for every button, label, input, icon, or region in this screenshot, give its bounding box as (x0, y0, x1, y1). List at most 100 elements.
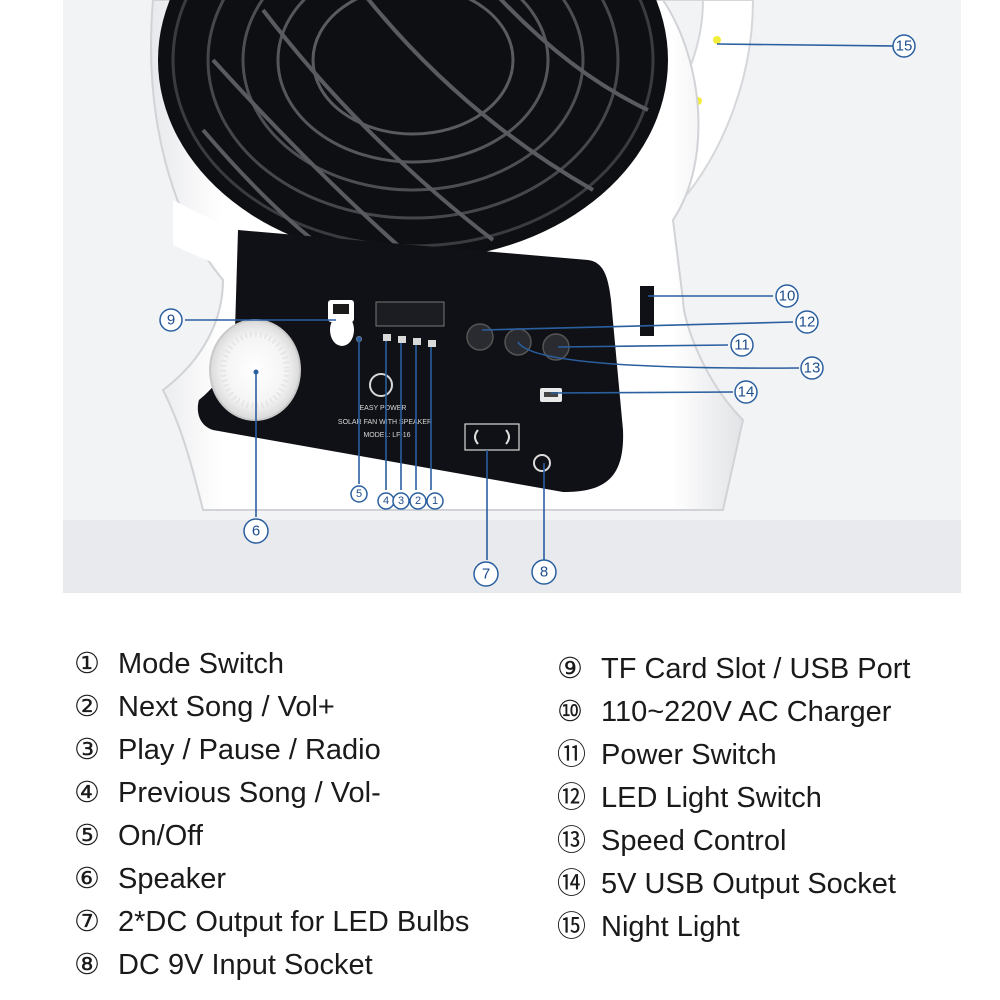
legend-number: ③ (74, 734, 100, 766)
callout-leaders (185, 43, 894, 560)
legend-left-column: ① Mode Switch ② Next Song / Vol+ ③ Play / P… (74, 643, 469, 987)
product-diagram: EASY POWER SOLAR FAN WITH SPEAKER MODEL:… (63, 0, 961, 593)
callout-15: 15 (892, 34, 916, 58)
dc-output-frame (464, 423, 520, 451)
dc-input-socket (533, 454, 551, 472)
legend-item-2: ② Next Song / Vol+ (74, 686, 469, 729)
legend-item-1: ① Mode Switch (74, 643, 469, 686)
callout-13: 13 (800, 356, 824, 380)
callout-2-number: 2 (415, 495, 421, 507)
callout-9: 9 (159, 308, 183, 332)
legend-number: ⑤ (74, 820, 100, 852)
legend-label: Night Light (601, 911, 740, 943)
floor (63, 520, 961, 593)
legend-label: 110~220V AC Charger (601, 696, 892, 728)
callout-3: 3 (392, 492, 410, 510)
legend-label: 5V USB Output Socket (601, 868, 896, 900)
callout-12: 12 (795, 310, 819, 334)
callout-6: 6 (243, 518, 269, 544)
callout-11-number: 11 (734, 337, 750, 354)
legend-label: Speed Control (601, 825, 787, 857)
legend-number: ⑪ (557, 739, 587, 771)
callout-13-number: 13 (804, 360, 821, 377)
callout-7: 7 (473, 561, 499, 587)
legend-item-14: ⑭ 5V USB Output Socket (557, 863, 910, 906)
callout-8-number: 8 (540, 564, 548, 581)
callout-4: 4 (377, 492, 395, 510)
button-next (413, 338, 421, 345)
legend-item-5: ⑤ On/Off (74, 815, 469, 858)
callout-7-number: 7 (482, 566, 490, 583)
legend-label: On/Off (118, 820, 203, 852)
ac-charger-port (640, 286, 654, 336)
legend-item-11: ⑪ Power Switch (557, 734, 910, 777)
callout-1-number: 1 (432, 495, 438, 507)
legend-number: ⑨ (557, 653, 583, 685)
callout-6-number: 6 (252, 523, 260, 540)
legend-number: ② (74, 691, 100, 723)
control-panel (197, 230, 624, 492)
callout-1: 1 (426, 492, 444, 510)
model-line: SOLAR FAN WITH SPEAKER (338, 419, 432, 426)
legend-label: TF Card Slot / USB Port (601, 653, 911, 685)
callout-8: 8 (531, 559, 557, 585)
brand-name: EASY POWER (360, 405, 407, 412)
dc-output-right (505, 429, 510, 445)
callout-14: 14 (734, 380, 758, 404)
model-number: MODEL: LF-16 (363, 432, 410, 439)
legend-number: ⑮ (557, 911, 587, 943)
legend-label: Mode Switch (118, 648, 285, 680)
legend-label: Speaker (118, 863, 227, 895)
callout-5: 5 (350, 485, 368, 503)
button-play (398, 336, 406, 343)
legend-item-4: ④ Previous Song / Vol- (74, 772, 469, 815)
usb-output-inner (544, 392, 558, 397)
legend-label: Next Song / Vol+ (118, 691, 335, 723)
brand-logo (369, 373, 393, 397)
callout-4-number: 4 (383, 495, 389, 507)
button-mode (428, 340, 436, 347)
callout-5-number: 5 (356, 488, 362, 500)
button-previous (383, 334, 391, 341)
callout-14-number: 14 (738, 384, 755, 401)
legend-item-3: ③ Play / Pause / Radio (74, 729, 469, 772)
callout-2: 2 (409, 492, 427, 510)
legend-number: ⑥ (74, 863, 100, 895)
legend-label: Previous Song / Vol- (118, 777, 381, 809)
lcd-display (375, 301, 445, 327)
fan-illustration: EASY POWER SOLAR FAN WITH SPEAKER MODEL:… (63, 0, 961, 593)
legend-label: Play / Pause / Radio (118, 734, 381, 766)
legend-number: ① (74, 648, 100, 680)
legend-item-15: ⑮ Night Light (557, 906, 910, 949)
legend-right-column: ⑨ TF Card Slot / USB Port ⑩ 110~220V AC Ch… (557, 648, 910, 949)
legend-number: ⑭ (557, 868, 587, 900)
callout-11: 11 (730, 333, 754, 357)
legend-item-10: ⑩ 110~220V AC Charger (557, 691, 910, 734)
callout-12-number: 12 (799, 314, 816, 331)
usb-port-inner (333, 304, 349, 314)
callout-15-number: 15 (896, 38, 913, 55)
callout-10: 10 (775, 284, 799, 308)
led-light-knob (466, 323, 494, 351)
legend-number: ⑬ (557, 825, 587, 857)
dc-output-left (474, 429, 479, 445)
callout-9-number: 9 (167, 312, 175, 329)
legend-label: DC 9V Input Socket (118, 949, 373, 981)
callout-3-number: 3 (398, 495, 404, 507)
legend-number: ④ (74, 777, 100, 809)
legend-item-13: ⑬ Speed Control (557, 820, 910, 863)
legend-number: ⑧ (74, 949, 100, 981)
callout-10-number: 10 (779, 288, 796, 305)
legend-item-9: ⑨ TF Card Slot / USB Port (557, 648, 910, 691)
legend-label: LED Light Switch (601, 782, 822, 814)
tf-card-slot (330, 314, 354, 346)
night-light-led-1 (713, 36, 721, 44)
legend-number: ⑦ (74, 906, 100, 938)
legend-label: Power Switch (601, 739, 777, 771)
legend-number: ⑩ (557, 696, 583, 728)
legend-item-8: ⑧ DC 9V Input Socket (74, 944, 469, 987)
legend-label: 2*DC Output for LED Bulbs (118, 906, 470, 938)
legend-item-7: ⑦ 2*DC Output for LED Bulbs (74, 901, 469, 944)
legend-item-6: ⑥ Speaker (74, 858, 469, 901)
